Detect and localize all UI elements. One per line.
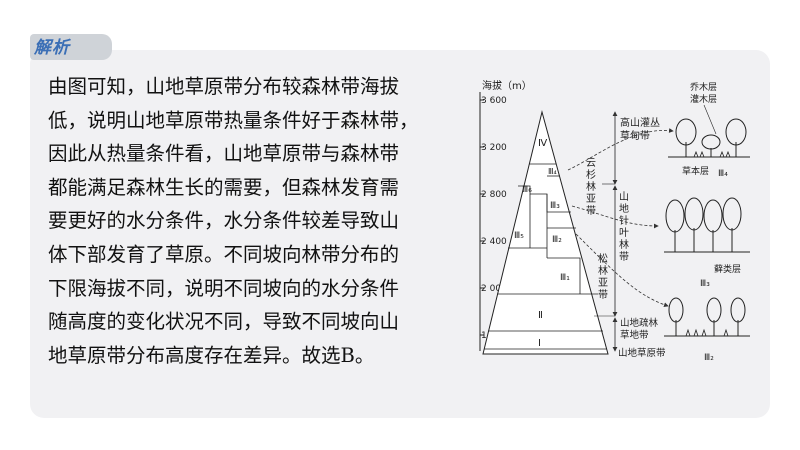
sketch-label-middle: Ⅲ₃ [700,279,710,289]
belt-label-steppe: 山地草原带 [618,347,666,359]
connector-arrow [575,233,669,308]
layer-label-shrub: 灌木层 [690,93,717,105]
sketch-label-top: Ⅲ₄ [718,169,728,179]
explanation-card [30,50,770,418]
layer-label-moss: 藓类层 [714,263,741,275]
zone-label: Ⅲ₃ [550,201,560,211]
explanation-line: 地草原带分布高度存在差异。故选B。 [48,343,375,367]
tree-crown [706,297,722,323]
connector-arrow [571,205,659,229]
diagram-svg: 海拔（m） 3 600 3 200 2 800 2 400 2 000 1 60… [479,79,750,363]
tree-crown [722,197,742,231]
zone-label: Ⅲ₁ [560,273,570,283]
belt-label-sparse-2: 草地带 [620,329,649,341]
tree-crown [665,199,685,233]
sketch-sparse: Ⅲ₂ [664,297,750,363]
explanation-line: 随高度的变化状况不同，导致不同坡向山 [48,310,400,334]
zone-label: Ⅲ₄ [548,167,557,176]
grass [693,150,731,158]
zone-label: Ⅰ [538,338,541,349]
section-tag-label: 解析 [34,38,70,58]
y-tick-label: 3 200 [481,143,507,153]
explanation-line: 都能满足森林生长的需要，但森林发育需 [48,175,400,199]
tree-crown [684,197,704,231]
zone-label: Ⅲ₆ [522,185,532,195]
belt-label-spruce: 云杉林亚带 [586,158,596,217]
label-pointer [703,104,717,135]
zone-label: Ⅳ [538,138,548,149]
explanation-line: 低，说明山地草原带热量条件好于森林带， [48,108,419,132]
vegetation-zone-diagram: 海拔（m） 3 600 3 200 2 800 2 400 2 000 1 60… [468,76,768,372]
explanation-line: 要更好的水分条件，水分条件较差导致山 [48,209,400,233]
explanation-line: 下限海拔不同，说明不同坡向的水分条件 [48,276,400,300]
tree-crown [668,297,684,323]
y-tick-label: 3 600 [481,96,507,106]
explanation-line: 因此从热量条件看，山地草原带与森林带 [48,142,400,166]
belt-label-alpine-1: 高山灌丛 [620,116,660,129]
layer-label-herb: 草本层 [682,165,709,177]
grass [685,328,729,337]
y-tick-label: 2 400 [481,237,507,247]
explanation-line: 由图可知，山地草原带分布较森林带海拔 [48,75,400,98]
zone-label: Ⅲ₂ [552,235,562,245]
sketch-spruce: 乔木层 灌木层 草本层 Ⅲ₄ [668,81,750,179]
belt-label-conifer: 山地针叶林带 [619,191,629,263]
zone-boundary [547,257,581,294]
zone-label: Ⅱ [538,310,543,321]
sketch-label-bottom: Ⅲ₂ [704,353,714,363]
tree-crown [725,118,747,146]
belt-label-sparse-1: 山地疏林 [620,317,659,329]
zone-label: Ⅲ₅ [514,231,524,241]
tree-crown [675,118,697,146]
shrub [701,134,721,150]
connector-arrow [567,128,674,171]
tree-crown [703,199,723,233]
belt-label-pine: 松林亚带 [598,252,608,301]
explanation-text: 由图可知，山地草原带分布较森林带海拔 低，说明山地草原带热量条件好于森林带， 因… [48,70,468,372]
zone-boundary [518,185,571,213]
y-axis-label: 海拔（m） [482,79,532,92]
sketch-pine: 藓类层 Ⅲ₃ [664,197,750,289]
explanation-line: 体下部发育了草原。不同坡向林带分布的 [48,242,400,266]
tree-crown [730,297,746,323]
y-tick-label: 2 800 [481,190,507,200]
layer-label-tree: 乔木层 [690,81,717,93]
section-tag [30,34,112,60]
mountain-outline [482,110,609,355]
y-tick-label: 2 000 [481,284,507,294]
